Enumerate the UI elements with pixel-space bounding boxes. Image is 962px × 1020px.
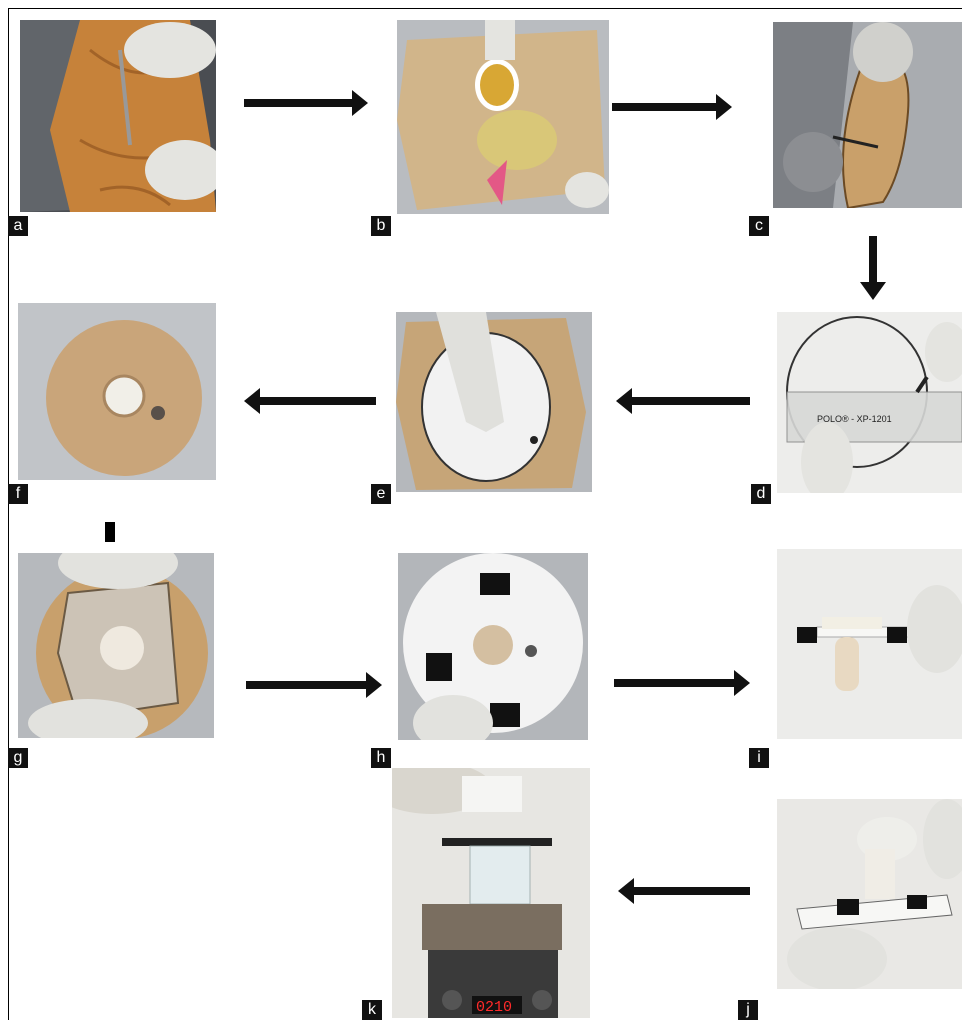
photo-panel-h bbox=[398, 553, 588, 740]
panel-label-i: i bbox=[749, 748, 769, 768]
arrow-left-de bbox=[616, 388, 750, 414]
arrow-right-bc bbox=[612, 94, 732, 120]
photo-panel-g bbox=[18, 553, 214, 738]
photo-panel-f bbox=[18, 303, 216, 480]
panel-label-f: f bbox=[8, 484, 28, 504]
connector-mark bbox=[105, 522, 115, 542]
arrow-down-cd bbox=[860, 236, 886, 300]
arrow-right-gh bbox=[246, 672, 382, 698]
photo-panel-e bbox=[396, 312, 592, 492]
panel-label-j: j bbox=[738, 1000, 758, 1020]
arrow-left-ef bbox=[244, 388, 376, 414]
photo-panel-k: 0210 bbox=[392, 768, 590, 1018]
photo-panel-j bbox=[777, 799, 962, 989]
top-border bbox=[8, 8, 962, 9]
photo-panel-d: POLO® - XP-1201 bbox=[777, 312, 962, 493]
panel-label-d: d bbox=[751, 484, 771, 504]
left-border bbox=[8, 8, 9, 1020]
panel-label-k: k bbox=[362, 1000, 382, 1020]
panel-label-g: g bbox=[8, 748, 28, 768]
panel-label-e: e bbox=[371, 484, 391, 504]
stirrer-display-readout: 0210 bbox=[476, 999, 512, 1016]
photo-panel-c bbox=[773, 22, 962, 208]
panel-label-a: a bbox=[8, 216, 28, 236]
panel-label-h: h bbox=[371, 748, 391, 768]
photo-panel-b bbox=[397, 20, 609, 214]
photo-panel-a bbox=[20, 20, 216, 212]
panel-label-c: c bbox=[749, 216, 769, 236]
arrow-right-hi bbox=[614, 670, 750, 696]
panel-label-b: b bbox=[371, 216, 391, 236]
arrow-right-ab bbox=[244, 90, 368, 116]
photo-panel-i bbox=[777, 549, 962, 739]
arrow-left-jk bbox=[618, 878, 750, 904]
